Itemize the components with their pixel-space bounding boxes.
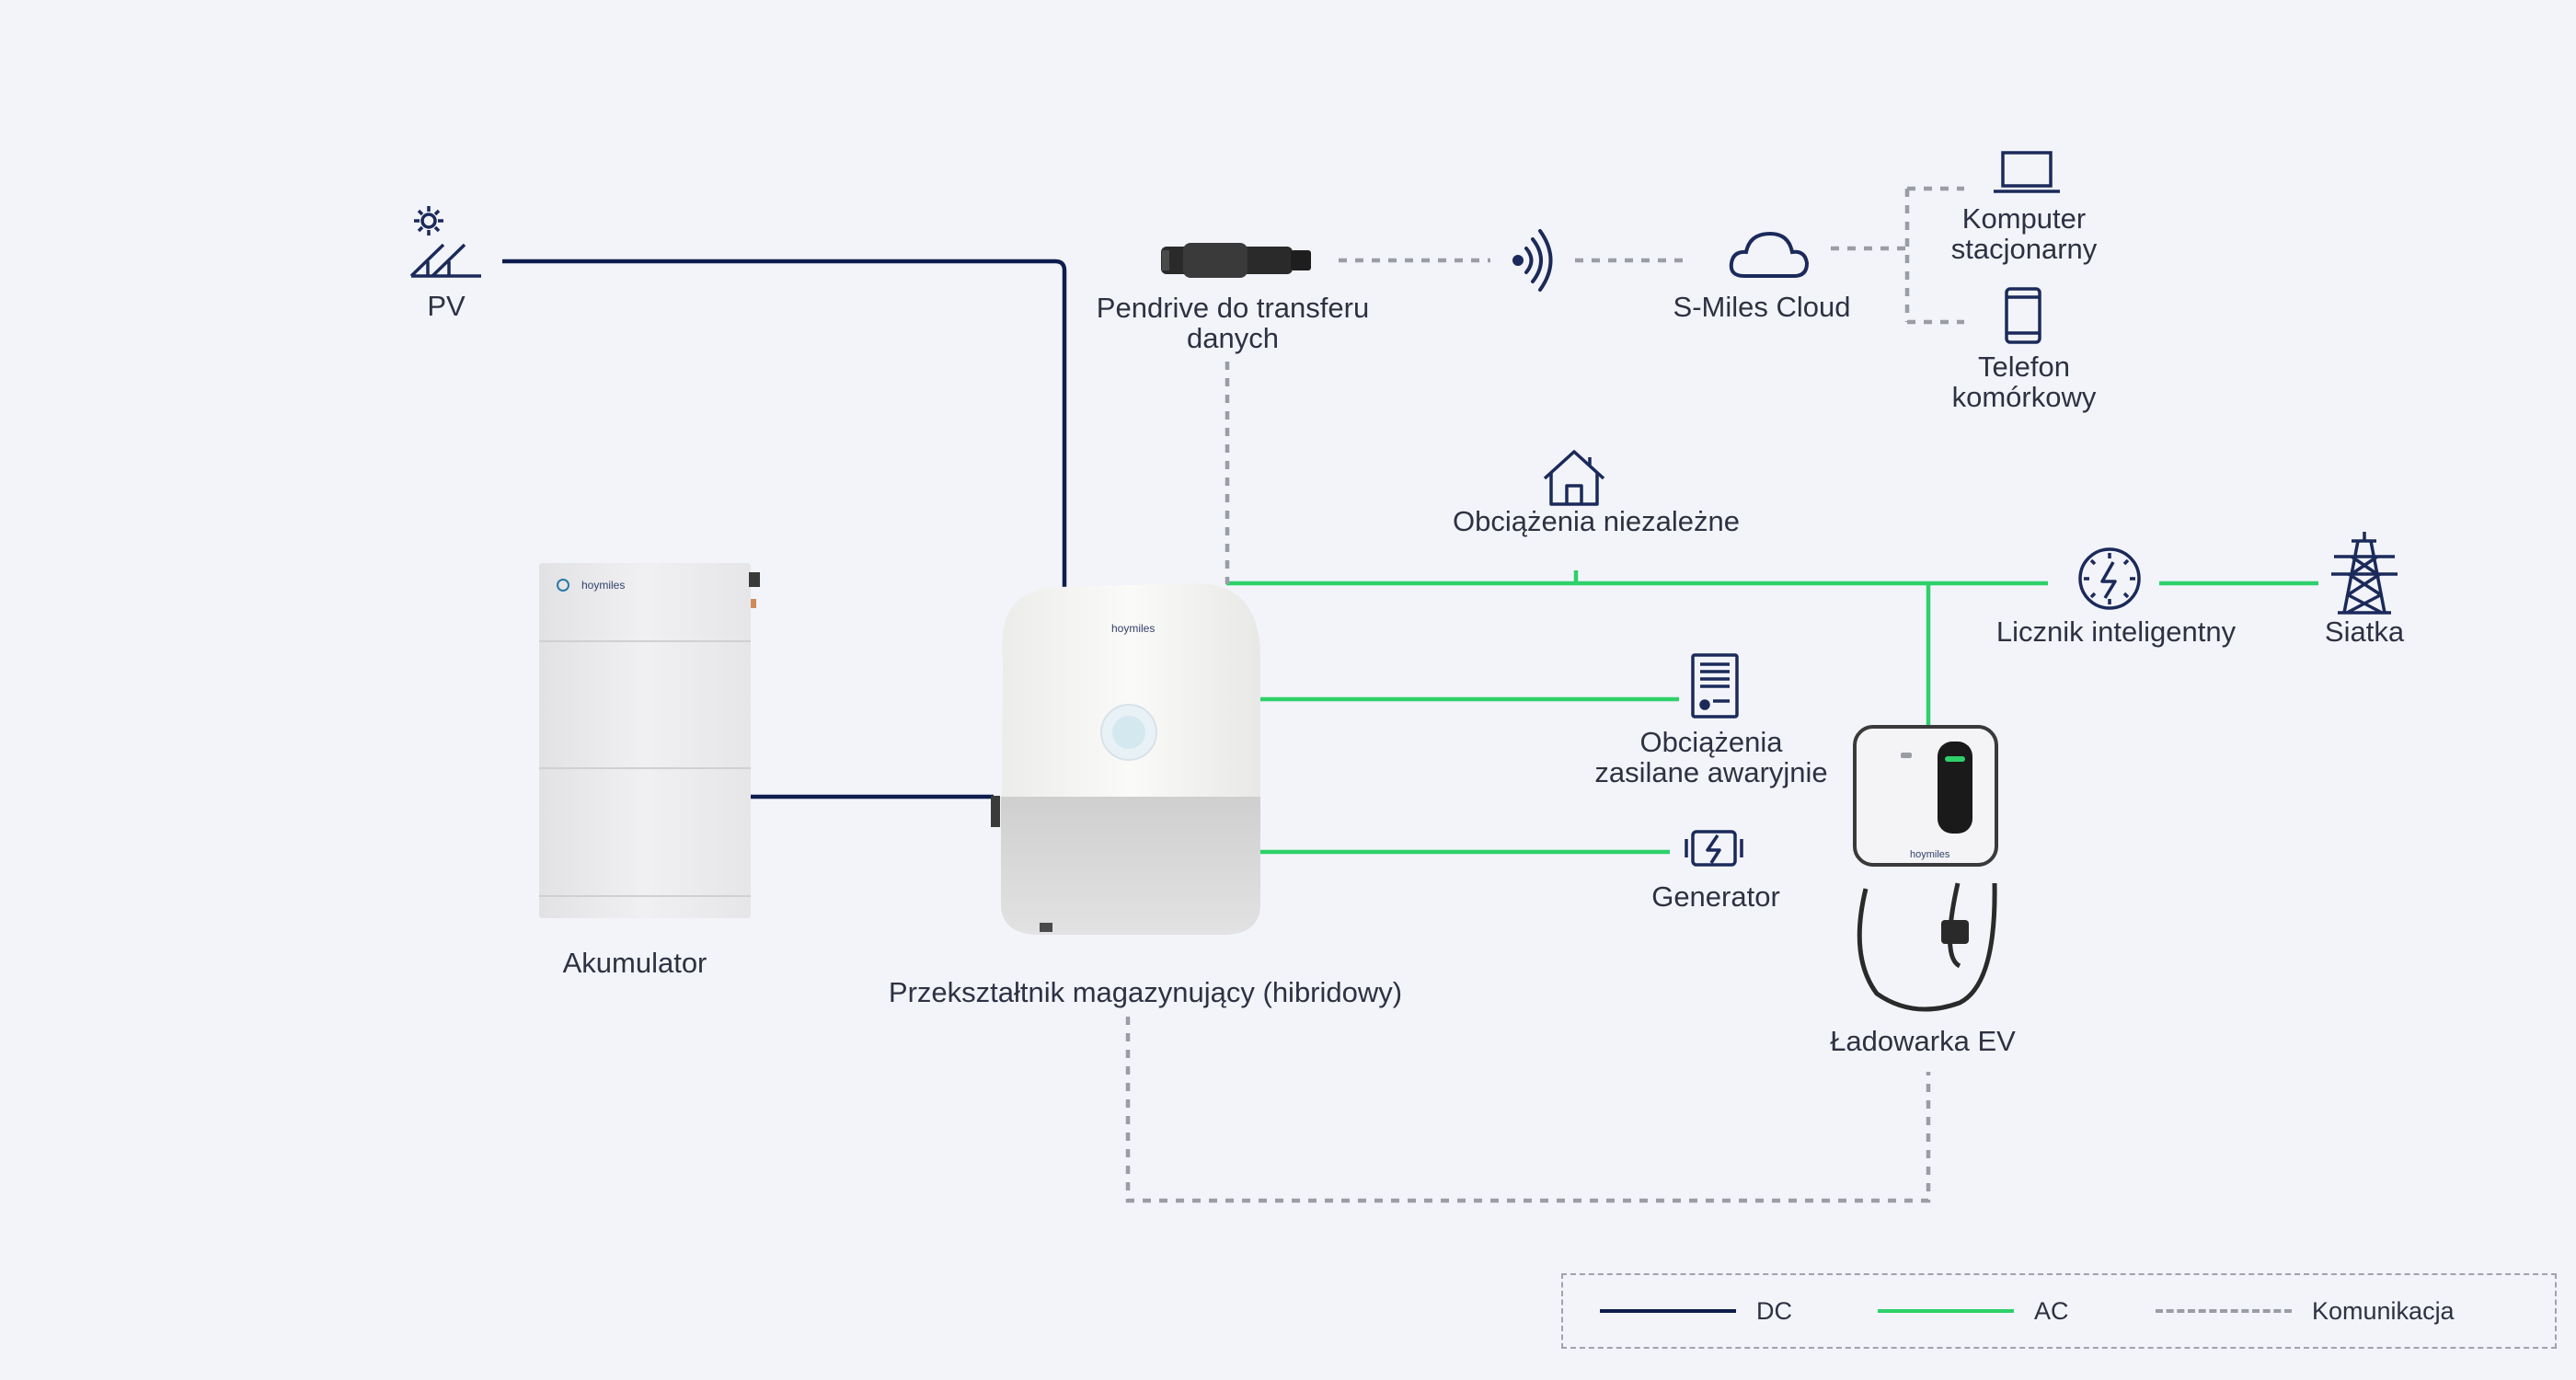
house-icon bbox=[1543, 450, 1605, 506]
ev-brand-text: hoymiles bbox=[1910, 849, 1950, 860]
legend-item-comm: Komunikacja bbox=[2156, 1275, 2455, 1347]
usb-stick-icon bbox=[1161, 243, 1311, 278]
legend-label-comm: Komunikacja bbox=[2312, 1296, 2455, 1325]
non-critical-loads-label: Obciążenia niezależne bbox=[1453, 505, 1740, 537]
legend-item-ac: AC bbox=[1878, 1275, 2069, 1347]
ev-charger-label: Ładowarka EV bbox=[1830, 1025, 2016, 1057]
backup-loads-label-line2: zasilane awaryjnie bbox=[1594, 756, 1828, 788]
phone-label-line2: komórkowy bbox=[1951, 381, 2097, 413]
pv-label: PV bbox=[427, 290, 466, 322]
desktop-label-line1: Komputer bbox=[1961, 202, 2087, 235]
comm-wire-cloud-devices bbox=[1831, 186, 1964, 325]
inverter-brand-text: hoymiles bbox=[1111, 622, 1155, 635]
legend-swatch-ac bbox=[1878, 1309, 2014, 1313]
battery-brand-text: hoymiles bbox=[581, 579, 625, 592]
cloud-icon bbox=[1729, 231, 1810, 278]
pendrive-label-line2: danych bbox=[1187, 322, 1279, 354]
pendrive-label-line1: Pendrive do transferu bbox=[1096, 292, 1370, 324]
backup-panel-icon bbox=[1691, 653, 1739, 719]
desktop-label: Komputer stacjonarny bbox=[1914, 203, 2134, 264]
desktop-label-line2: stacjonarny bbox=[1950, 233, 2098, 265]
legend-item-dc: DC bbox=[1600, 1275, 1792, 1347]
laptop-icon bbox=[1994, 151, 2060, 193]
legend-label-dc: DC bbox=[1756, 1296, 1792, 1325]
legend: DC AC Komunikacja bbox=[1561, 1273, 2557, 1349]
battery-label: Akumulator bbox=[562, 947, 707, 979]
comm-wires bbox=[1125, 186, 1964, 1203]
dc-wire-pv-inverter bbox=[502, 259, 1067, 589]
smartphone-icon bbox=[2005, 287, 2041, 344]
inverter-unit: hoymiles bbox=[991, 583, 1260, 935]
cloud-label: S-Miles Cloud bbox=[1673, 291, 1851, 323]
ac-wires bbox=[1226, 570, 2318, 855]
battery-unit: hoymiles bbox=[539, 563, 760, 918]
solar-panel-icon bbox=[409, 243, 481, 278]
legend-swatch-comm bbox=[2156, 1309, 2292, 1313]
comm-wire-inverter-ev bbox=[1125, 1017, 1931, 1203]
wifi-signal-icon bbox=[1512, 229, 1553, 292]
meter-icon bbox=[2078, 547, 2141, 610]
phone-label-line1: Telefon bbox=[1978, 351, 2070, 383]
sun-icon bbox=[414, 206, 443, 236]
generator-icon bbox=[1685, 830, 1743, 867]
phone-label: Telefon komórkowy bbox=[1914, 351, 2134, 412]
grid-label: Siatka bbox=[2324, 615, 2405, 648]
dc-wires bbox=[502, 259, 1067, 799]
smart-meter-label: Licznik inteligentny bbox=[1995, 615, 2237, 648]
legend-label-ac: AC bbox=[2034, 1296, 2069, 1325]
generator-label: Generator bbox=[1651, 880, 1780, 913]
inverter-label: Przekształtnik magazynujący (hibridowy) bbox=[888, 976, 1403, 1008]
ev-charger-unit: hoymiles bbox=[1853, 725, 1998, 1012]
pendrive-label: Pendrive do transferu danych bbox=[1049, 293, 1417, 353]
backup-loads-label-line1: Obciążenia bbox=[1639, 726, 1783, 758]
backup-loads-label: Obciążenia zasilane awaryjnie bbox=[1564, 727, 1858, 788]
legend-swatch-dc bbox=[1600, 1309, 1736, 1313]
power-tower-icon bbox=[2331, 532, 2398, 615]
